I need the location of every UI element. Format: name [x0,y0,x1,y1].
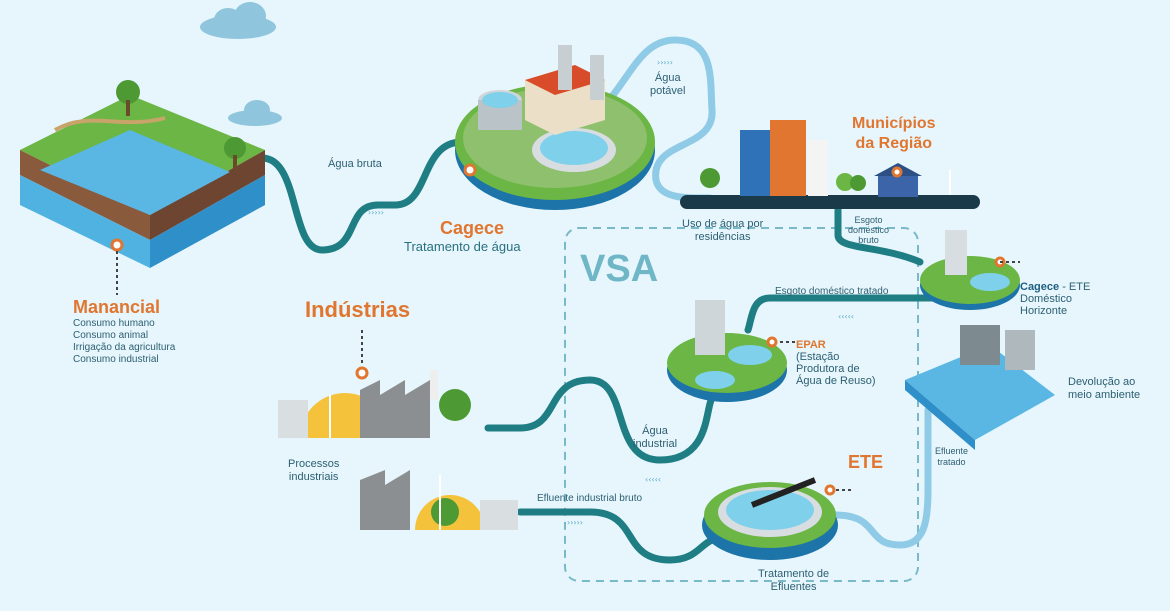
epar-label: EPAR (Estação Produtora de Água de Reuso… [796,339,876,387]
manancial-use-item: Consumo humano [73,318,155,329]
flow-line: residências [694,231,751,243]
flow-esgoto-tratado: Esgoto doméstico tratado [775,286,889,297]
pipe-esgoto-bruto [834,204,924,266]
flow-esgoto-bruto: Esgoto doméstico bruto [848,215,889,245]
flow-uso-residencias: Uso de água por residências [682,218,763,244]
epar-line: Água de Reuso) [796,375,876,387]
flow-direction-icon: ‹‹‹‹‹ [645,475,661,484]
epar-title: EPAR [796,339,826,351]
cagece-ete-line: Doméstico [1020,293,1072,305]
flow-line: Esgoto [854,215,883,225]
industrias-illustration [278,330,518,530]
vsa-region [564,227,919,582]
flow-direction-icon: ››››› [567,518,583,527]
pipe-agua-potavel [596,36,716,202]
pipe-esgoto-tratado [744,294,939,334]
manancial-illustration [20,80,265,295]
epar-line: (Estação [796,351,840,363]
flow-line: Tratamento de [758,568,830,580]
flow-line: Efluentes [770,581,817,593]
flow-devolucao: Devolução ao meio ambiente [1068,376,1140,402]
municipios-title: Municípios da Região [852,114,936,154]
flow-line: Efluente [935,446,969,456]
flow-line: industriais [288,471,339,483]
pipe-efluente-tratado [831,406,932,549]
flow-direction-icon: ››››› [368,208,384,217]
pipe-agua-bruta [258,138,466,254]
manancial-use-item: Irrigação da agricultura [73,342,176,353]
flow-agua-bruta: Água bruta [328,158,382,170]
cagece-ete-illustration [920,230,1020,310]
municipios-line: Municípios [852,115,936,132]
flow-line: bruto [858,235,879,245]
cagece-subtitle: Tratamento de água [404,239,521,254]
flow-line: industrial [633,438,678,450]
cagece-ete-line: Horizonte [1020,305,1068,317]
manancial-use-item: Consumo animal [73,330,149,341]
flow-line: Processos [288,458,340,470]
cagece-ete-title: Cagece [1020,281,1060,293]
flow-processos-industriais: Processos industriais [288,458,339,484]
pipe-agua-industrial [484,376,716,464]
flow-line: doméstico [848,225,890,235]
flow-line: Devolução ao [1068,376,1136,388]
cagece-title: Cagece [440,218,505,238]
cagece-ete-label: Cagece - ETE Doméstico Horizonte [1020,281,1090,317]
manancial-title: Manancial [73,297,161,317]
devolucao-illustration [905,325,1055,450]
epar-illustration [667,300,787,402]
flow-tratamento-efluentes: Tratamento de Efluentes [758,568,829,594]
cagece-ete-suffix: - ETE [1059,281,1091,293]
flow-agua-industrial: Água industrial [633,425,677,451]
flow-line: tratado [937,457,966,467]
manancial-uses: Consumo humano Consumo animal Irrigação … [73,318,175,366]
flow-direction-icon: ››››› [657,58,673,67]
manancial-use-item: Consumo industrial [73,354,159,365]
flow-direction-icon: ‹‹‹‹‹ [838,312,854,321]
ete-illustration [702,477,838,560]
municipios-illustration [680,120,980,209]
municipios-line: da Região [855,135,933,152]
epar-line: Produtora de [796,363,860,375]
cloud-icon [200,2,276,39]
cloud-icon [228,100,282,126]
cagece-tratamento-illustration [455,45,655,210]
flow-line: Água [654,72,681,84]
ete-title: ETE [848,452,884,472]
flow-agua-potavel: Água potável [650,72,685,98]
flow-efluente-tratado: Efluente tratado [935,446,968,468]
flow-line: potável [650,85,686,97]
flow-line: Uso de água por [682,218,764,230]
pipe-efluente-industrial [516,508,716,564]
vsa-label: VSA [580,248,659,290]
flow-efluente-industrial: Efluente industrial bruto [537,493,643,504]
flow-line: meio ambiente [1068,389,1141,401]
flow-line: Água [642,425,668,437]
industrias-title: Indústrias [305,297,411,322]
